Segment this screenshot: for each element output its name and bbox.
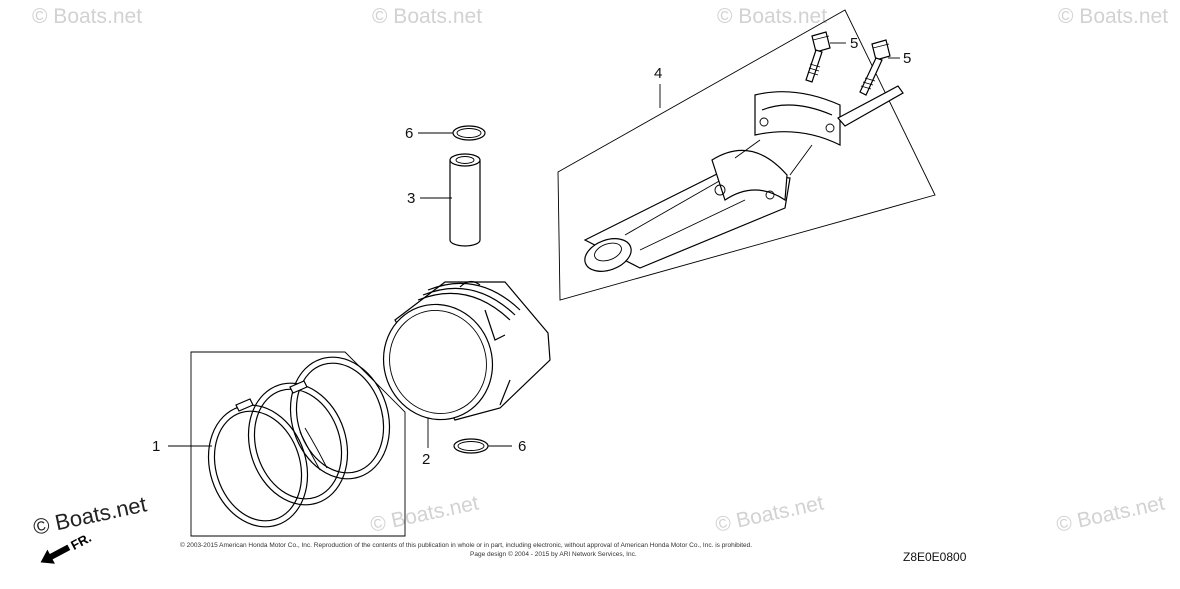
- callout-3: 3: [407, 190, 415, 207]
- piston-pin-clip-bottom: [453, 438, 489, 454]
- boats-net-logo: © Boats.net: [31, 491, 149, 539]
- connecting-rod-assembly: [557, 9, 936, 301]
- callout-1: 1: [152, 438, 160, 455]
- piston: [382, 280, 551, 421]
- connecting-rod-bolt-left: [805, 31, 831, 83]
- piston-pin: [449, 153, 481, 247]
- callout-6-top: 6: [405, 125, 413, 142]
- callouts: 1 2 3 4 5 5 6 6: [152, 35, 911, 468]
- arrow-icon: [40, 544, 71, 564]
- watermark: © Boats.net: [713, 491, 826, 536]
- piston-pin-clip-top: [452, 125, 486, 141]
- copyright-line-2: Page design © 2004 - 2015 by ARI Network…: [470, 550, 637, 558]
- connecting-rod-bolt-right: [859, 39, 891, 96]
- watermark: © Boats.net: [368, 491, 481, 536]
- front-label: FR.: [68, 530, 94, 553]
- watermark: © Boats.net: [1058, 5, 1168, 28]
- callout-6-bottom: 6: [518, 438, 526, 455]
- watermark: © Boats.net: [1054, 491, 1167, 536]
- callout-4: 4: [654, 65, 662, 82]
- diagram-code: Z8E0E0800: [903, 550, 967, 564]
- copyright-line-1: © 2003-2015 American Honda Motor Co., In…: [180, 541, 752, 549]
- watermark: © Boats.net: [32, 5, 142, 28]
- watermark: © Boats.net: [717, 5, 827, 28]
- watermark: © Boats.net: [372, 5, 482, 28]
- callout-5-left: 5: [850, 35, 858, 52]
- callout-2: 2: [422, 451, 430, 468]
- piston-ring-set: [190, 351, 406, 537]
- callout-5-right: 5: [903, 50, 911, 67]
